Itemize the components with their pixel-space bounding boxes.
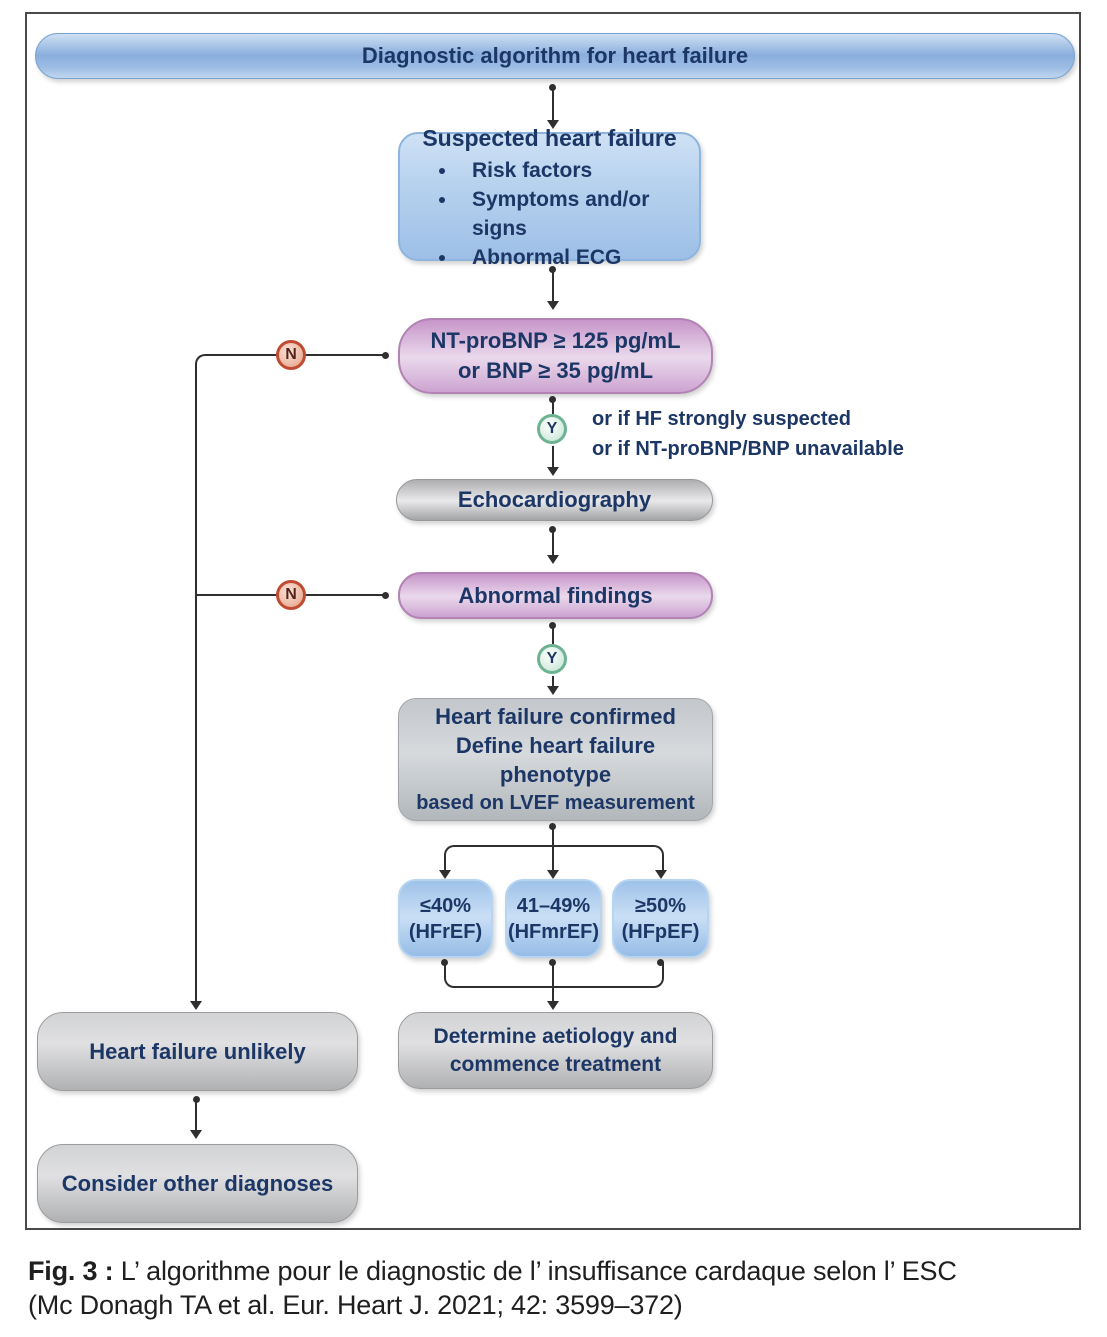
node-ef-hfpef: ≥50% (HFpEF): [612, 879, 709, 958]
confirmed-line1: Heart failure confirmed: [435, 703, 676, 729]
arrowhead-down-icon: [547, 870, 559, 879]
arrowhead-down-icon: [190, 1001, 202, 1010]
node-ef-hfref: ≤40% (HFrEF): [398, 879, 493, 958]
arrowhead-down-icon: [547, 555, 559, 564]
arrow-title-to-suspected: [552, 87, 554, 121]
bnp-line2: or BNP ≥ 35 pg/mL: [457, 358, 654, 383]
arrow-bnp-to-yes: [552, 399, 554, 414]
arrow-confirmed-to-ef: [552, 825, 554, 871]
arrowhead-down-icon: [190, 1130, 202, 1139]
node-suspected-heart-failure: Suspected heart failure Risk factors Sym…: [398, 125, 701, 269]
ef-high-line1: ≥50%: [634, 894, 686, 917]
arrowhead-down-icon: [547, 686, 559, 695]
determine-line1: Determine aetiology and: [433, 1024, 678, 1048]
no-badge-label: N: [285, 346, 297, 363]
node-title-bar: Diagnostic algorithm for heart failure: [35, 33, 1075, 79]
node-heart-failure-confirmed: Heart failure confirmed Define heart fai…: [398, 698, 713, 821]
arrowhead-down-icon: [439, 870, 451, 879]
suspected-bullet: Abnormal ECG: [458, 243, 699, 272]
no-badge: N: [276, 580, 306, 610]
arrow-suspected-to-bnp: [552, 269, 554, 302]
bnp-line1: NT-proBNP ≥ 125 pg/mL: [430, 328, 681, 353]
confirmed-line3: based on LVEF measurement: [416, 791, 695, 814]
arrowhead-down-icon: [655, 870, 667, 879]
determine-line2: commence treatment: [449, 1052, 662, 1076]
yes-badge: Y: [537, 644, 567, 674]
suspected-bullet-list: Risk factors Symptoms and/or signs Abnor…: [400, 156, 699, 272]
bnp-note-line2: or if NT-proBNP/BNP unavailable: [592, 438, 904, 460]
bnp-note: or if HF strongly suspected or if NT-pro…: [592, 404, 904, 464]
ef-low-line2: (HFrEF): [408, 920, 483, 943]
title-bar-label: Diagnostic algorithm for heart failure: [361, 43, 749, 68]
arrow-abnormal-to-yes: [552, 625, 554, 644]
node-abnormal-findings: Abnormal findings: [398, 572, 713, 619]
unlikely-label: Heart failure unlikely: [89, 1038, 306, 1064]
caption-line2: (Mc Donagh TA et al. Eur. Heart J. 2021;…: [28, 1290, 683, 1320]
echo-label: Echocardiography: [457, 487, 652, 512]
node-consider-other-diagnoses: Consider other diagnoses: [37, 1144, 358, 1223]
yes-badge-label: Y: [546, 420, 558, 437]
node-heart-failure-unlikely: Heart failure unlikely: [37, 1012, 358, 1091]
ef-mid-line1: 41–49%: [516, 894, 591, 917]
node-echocardiography: Echocardiography: [396, 479, 713, 521]
caption-line1: Fig. 3 : L’ algorithme pour le diagnosti…: [28, 1254, 1088, 1288]
arrowhead-down-icon: [547, 120, 559, 129]
ef-high-line2: (HFpEF): [621, 920, 700, 943]
confirmed-line2: Define heart failure phenotype: [455, 732, 656, 787]
suspected-bullet: Symptoms and/or signs: [458, 185, 699, 243]
no-badge-label: N: [285, 586, 297, 603]
arrowhead-down-icon: [547, 301, 559, 310]
caption-text: L’ algorithme pour le diagnostic de l’ i…: [120, 1256, 957, 1286]
caption-prefix: Fig. 3 :: [28, 1256, 114, 1286]
arrow-unlikely-to-consider: [195, 1099, 197, 1131]
arrow-ef-to-determine: [552, 962, 554, 1002]
abnormal-label: Abnormal findings: [458, 582, 653, 608]
arrowhead-down-icon: [547, 467, 559, 476]
yes-badge-label: Y: [546, 650, 558, 667]
connector-ef-split: [444, 845, 664, 871]
ef-low-line1: ≤40%: [419, 894, 471, 917]
yes-badge: Y: [537, 414, 567, 444]
connector-ef-merge: [444, 962, 664, 988]
arrow-yes-to-echo: [552, 446, 554, 468]
figure-caption: Fig. 3 : L’ algorithme pour le diagnosti…: [28, 1254, 1088, 1322]
connector-no-path: [195, 354, 388, 1004]
arrow-echo-to-abnormal: [552, 529, 554, 556]
node-ef-hfmref: 41–49% (HFmrEF): [505, 879, 602, 958]
arrowhead-down-icon: [547, 1001, 559, 1010]
ef-mid-line2: (HFmrEF): [507, 920, 600, 943]
suspected-bullet: Risk factors: [458, 156, 699, 185]
node-determine-aetiology: Determine aetiology and commence treatme…: [398, 1012, 713, 1089]
connector-dot: [382, 592, 389, 599]
suspected-title: Suspected heart failure: [422, 125, 677, 151]
node-ntprobnp-threshold: NT-proBNP ≥ 125 pg/mL or BNP ≥ 35 pg/mL: [398, 318, 713, 394]
no-badge: N: [276, 340, 306, 370]
bnp-note-line1: or if HF strongly suspected: [592, 408, 851, 430]
connector-dot: [382, 352, 389, 359]
consider-label: Consider other diagnoses: [61, 1170, 334, 1196]
arrow-yes-to-confirmed: [552, 676, 554, 687]
